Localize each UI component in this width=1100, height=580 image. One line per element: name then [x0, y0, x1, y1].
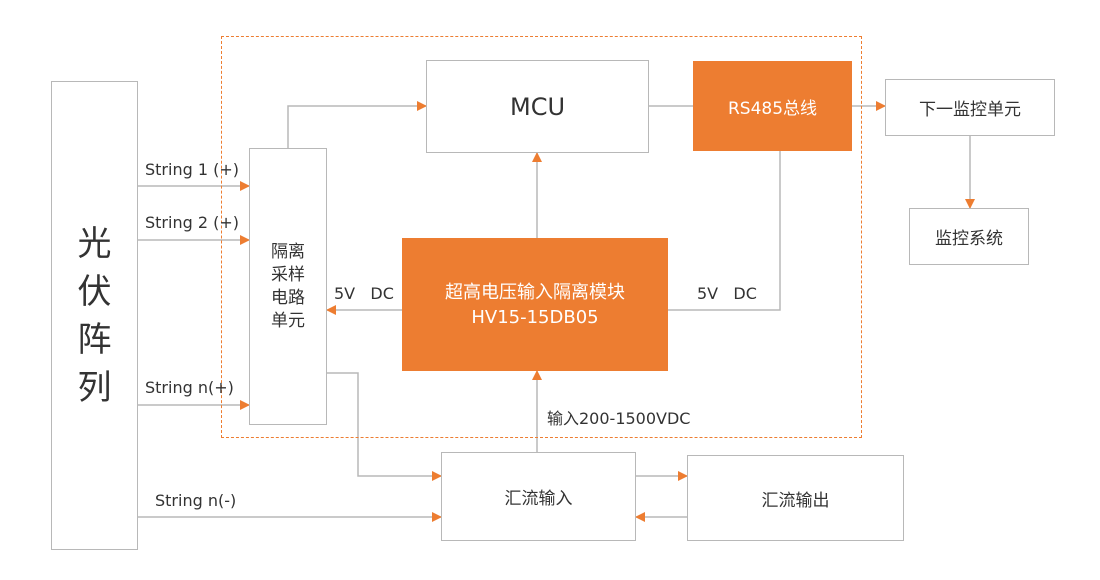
sampling-to-combiner-wire: [327, 372, 442, 481]
isolation-module-box: 超高电压输入隔离模块 HV15-15DB05: [402, 238, 668, 371]
monitor-system-label: 监控系统: [935, 229, 1003, 249]
input-range-label: 输入200-1500VDC: [547, 409, 691, 428]
sampling-unit-line: 采样: [271, 264, 305, 285]
combiner-output-label: 汇流输出: [761, 490, 830, 511]
rs485-box: RS485总线: [693, 61, 852, 151]
sampling-unit-line: 电路: [271, 287, 305, 308]
combiner-output-box: 汇流输出: [687, 455, 904, 541]
mcu-box: MCU: [426, 60, 649, 153]
dc-right-label: 5V DC: [697, 284, 757, 303]
pv-array-char: 列: [77, 367, 112, 408]
pv-array-char: 光: [77, 223, 112, 264]
pv-array-char: 阵: [77, 319, 112, 360]
string1-label: String 1 (+): [145, 160, 239, 179]
combiner-input-label: 汇流输入: [504, 489, 573, 509]
stringn-neg-label: String n(-): [155, 491, 237, 510]
next-unit-box: 下一监控单元: [885, 79, 1055, 136]
sampling-to-mcu-wire: [287, 101, 427, 148]
mcu-label: MCU: [509, 92, 566, 121]
module-model: HV15-15DB05: [471, 306, 599, 328]
string2-label: String 2 (+): [145, 213, 239, 232]
stringn-pos-label: String n(+): [145, 378, 234, 397]
rs485-label: RS485总线: [727, 98, 818, 119]
pv-array-box: 光 伏 阵 列: [51, 81, 138, 550]
module-to-rs485-wire: [668, 151, 781, 311]
isolation-boundary: [221, 36, 862, 438]
module-name: 超高电压输入隔离模块: [445, 281, 625, 303]
sampling-unit-box: 隔离 采样 电路 单元: [249, 148, 327, 425]
sampling-unit-line: 单元: [271, 310, 305, 331]
combiner-input-box: 汇流输入: [441, 452, 636, 541]
next-unit-label: 下一监控单元: [919, 100, 1021, 120]
monitor-system-box: 监控系统: [909, 208, 1029, 265]
dc-left-label: 5V DC: [334, 284, 394, 303]
pv-array-char: 伏: [77, 271, 112, 312]
sampling-unit-line: 隔离: [271, 241, 305, 262]
